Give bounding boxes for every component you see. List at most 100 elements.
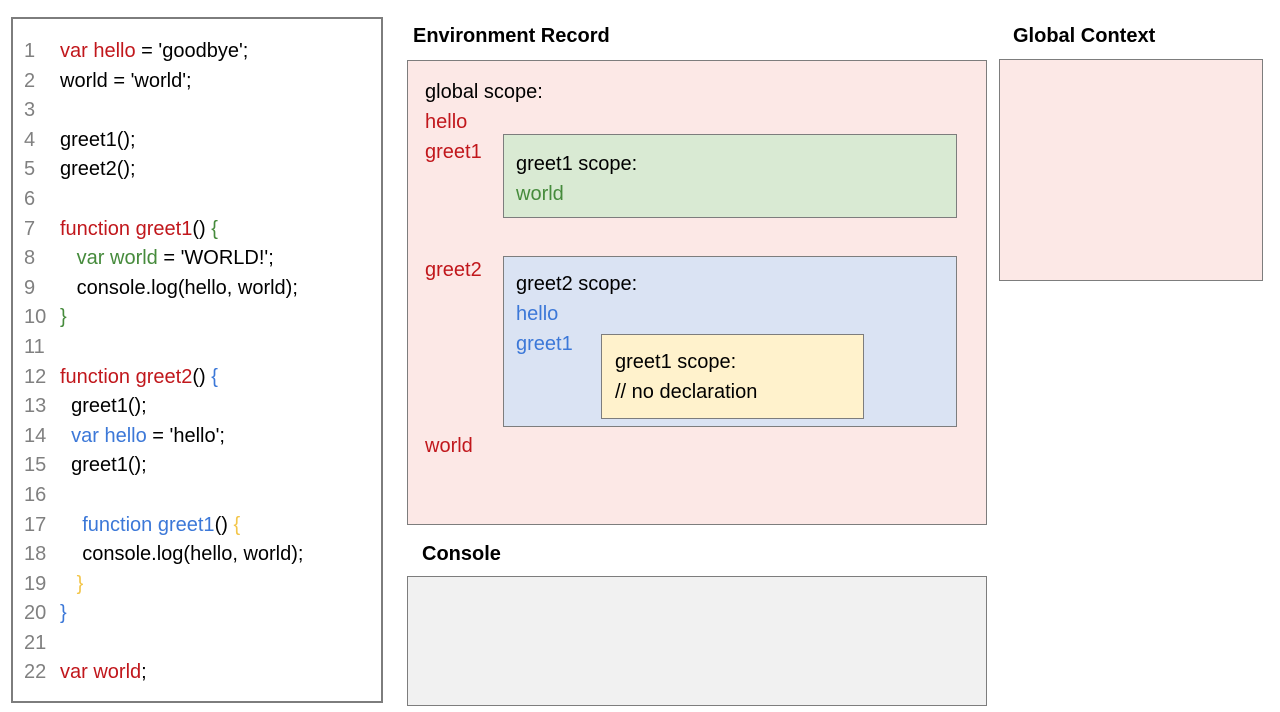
code-line: 18 console.log(hello, world);: [13, 540, 381, 570]
code-token: world = 'world';: [60, 69, 192, 92]
line-number: 12: [24, 365, 47, 388]
code-token: greet2();: [60, 158, 136, 181]
code-line: 2 world = 'world';: [13, 67, 381, 97]
environment-record-title: Environment Record: [413, 25, 610, 47]
code-token: {: [211, 365, 218, 388]
code-line: 8 var world = 'WORLD!';: [13, 244, 381, 274]
code-token: var world: [76, 247, 158, 270]
code-token: greet1();: [60, 128, 136, 151]
global-context-box: [999, 59, 1263, 281]
code-line: 12 function greet2() {: [13, 363, 381, 393]
code-line: 11: [13, 333, 381, 363]
line-number: 13: [24, 395, 47, 418]
code-editor-panel: 1 var hello = 'goodbye'; 2 world = 'world';…: [11, 17, 383, 703]
code-token: var hello: [60, 40, 136, 62]
code-token: }: [60, 306, 67, 329]
code-line: 10}: [13, 303, 381, 333]
code-token: = 'hello';: [146, 424, 225, 447]
line-number: 8: [24, 247, 36, 270]
console-title: Console: [422, 543, 501, 565]
greet2-var-greet1: greet1: [516, 333, 573, 355]
code-token: {: [211, 217, 218, 240]
code-token: {: [233, 513, 241, 536]
line-number: 2: [24, 69, 36, 92]
line-number: 16: [24, 483, 47, 506]
code-token: ;: [141, 661, 147, 684]
code-line: 17 function greet1() {: [13, 511, 381, 541]
nested-greet1-scope-label: greet1 scope:: [615, 351, 737, 373]
code-line: 1 var hello = 'goodbye';: [13, 37, 381, 67]
line-number: 3: [24, 99, 36, 122]
code-line: 6: [13, 185, 381, 215]
code-text: greet2();: [60, 155, 136, 185]
code-text: var hello = 'hello';: [60, 422, 225, 452]
greet2-var-hello: hello: [516, 303, 559, 325]
line-number: 6: [24, 187, 36, 210]
line-number: 14: [24, 424, 47, 447]
code-text: var world = 'WORLD!';: [60, 244, 274, 274]
code-token: [60, 514, 82, 536]
code-line: 3: [13, 96, 381, 126]
line-number: 9: [24, 276, 36, 299]
code-text: function greet1() {: [60, 215, 218, 245]
code-token: (): [192, 365, 212, 388]
global-scope-label: global scope:: [425, 81, 543, 103]
nested-greet1-scope-box: greet1 scope: // no declaration: [601, 334, 864, 419]
code-token: console.log(hello, world);: [60, 276, 298, 299]
code-line: 20}: [13, 599, 381, 629]
global-var-world: world: [425, 435, 473, 457]
global-var-greet1: greet1: [425, 141, 482, 163]
code-text: function greet2() {: [60, 363, 218, 393]
line-number: 20: [24, 602, 47, 625]
line-number: 22: [24, 661, 47, 684]
console-box: [407, 576, 987, 706]
code-token: console.log(hello, world);: [60, 543, 304, 566]
line-number: 11: [24, 335, 45, 358]
code-text: function greet1() {: [60, 511, 240, 541]
line-number: 10: [24, 306, 47, 329]
code-text: greet1();: [60, 451, 147, 481]
code-line: 5 greet2();: [13, 155, 381, 185]
code-text: console.log(hello, world);: [60, 540, 303, 570]
greet1-scope-label: greet1 scope:: [516, 153, 638, 175]
code-text: var hello = 'goodbye';: [60, 37, 248, 67]
global-var-greet2: greet2: [425, 259, 482, 281]
greet1-scope-box: greet1 scope: world: [503, 134, 957, 218]
line-number: 15: [24, 454, 47, 477]
line-number: 19: [24, 572, 47, 595]
code-text: greet1();: [60, 392, 147, 422]
code-token: (): [192, 217, 212, 240]
code-text: greet1();: [60, 126, 136, 156]
line-number: 5: [24, 158, 36, 181]
code-token: = 'goodbye';: [135, 40, 249, 62]
code-text: }: [60, 599, 67, 629]
code-line: 14 var hello = 'hello';: [13, 422, 381, 452]
line-number: 1: [24, 40, 36, 62]
line-number: 7: [24, 217, 36, 240]
no-declaration-comment: // no declaration: [615, 381, 758, 403]
code-token: var hello: [71, 424, 147, 447]
code-line: 15 greet1();: [13, 451, 381, 481]
code-line: 19 }: [13, 570, 381, 600]
greet1-var-world: world: [516, 183, 564, 205]
code-token: [60, 425, 71, 447]
greet2-scope-box: greet2 scope: hello greet1 greet1 scope:…: [503, 256, 957, 427]
code-token: [60, 573, 77, 595]
code-token: function greet1: [82, 513, 215, 536]
code-text: }: [60, 570, 84, 600]
code-line: 16: [13, 481, 381, 511]
line-number: 17: [24, 513, 47, 536]
line-number: 21: [24, 631, 47, 654]
code-token: }: [76, 572, 84, 595]
code-token: function greet1: [60, 217, 193, 240]
code-text: }: [60, 303, 67, 333]
global-var-hello: hello: [425, 111, 468, 133]
code-text: console.log(hello, world);: [60, 274, 298, 304]
code-token: (): [214, 513, 234, 536]
code-token: greet1();: [60, 395, 147, 418]
code-line: 22 var world;: [13, 658, 381, 688]
code-line: 13 greet1();: [13, 392, 381, 422]
code-token: greet1();: [60, 454, 147, 477]
code-token: var world: [60, 661, 142, 684]
